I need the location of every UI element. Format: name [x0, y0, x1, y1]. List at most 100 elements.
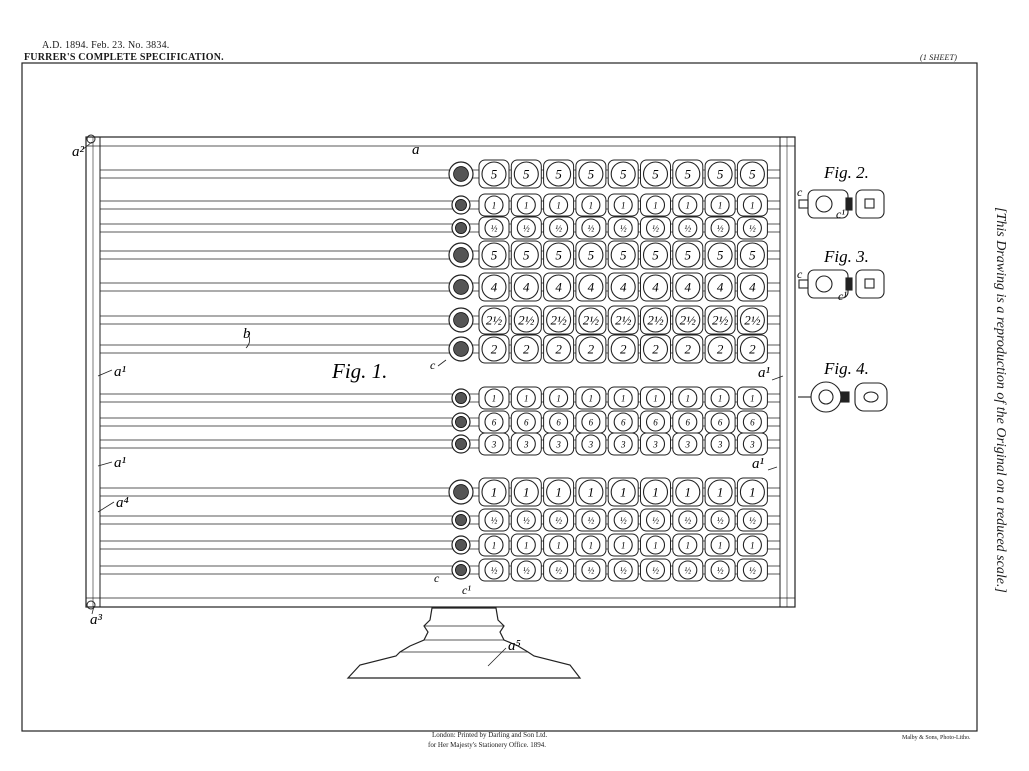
- bead-disc: [546, 479, 572, 505]
- bead-value: 1: [589, 200, 594, 210]
- coin-bead: 1: [672, 386, 704, 410]
- bead-disc: [516, 195, 536, 215]
- bead-disc: [581, 412, 601, 432]
- coin-bead: 2: [543, 334, 575, 364]
- coin-bead: 5: [736, 240, 768, 270]
- bead-disc: [707, 242, 733, 268]
- bead-disc: [710, 510, 730, 530]
- bead-value: 4: [523, 280, 530, 295]
- coin-bead: 4: [510, 272, 542, 302]
- bead-value: 1: [524, 393, 529, 403]
- bead-disc: [581, 535, 601, 555]
- bead-value: 6: [524, 417, 529, 427]
- bead-disc: [516, 412, 536, 432]
- bead-value: 3: [555, 439, 561, 449]
- bead-value: ½: [684, 565, 691, 575]
- bead-disc: [710, 388, 730, 408]
- coin-bead: 6: [543, 410, 575, 434]
- bead-disc: [675, 161, 701, 187]
- coin-emblem: [453, 341, 469, 357]
- bead-value: 3: [523, 439, 529, 449]
- bead-disc: [678, 412, 698, 432]
- bead-value: 1: [556, 393, 561, 403]
- coin-bead: 2½: [543, 305, 575, 335]
- coin-bead: 1: [543, 193, 575, 217]
- bead-value: ½: [620, 515, 627, 525]
- coin-bead: 2½: [510, 305, 542, 335]
- bead-disc: [645, 195, 666, 215]
- bead-value: 1: [621, 540, 626, 550]
- bead-disc: [707, 307, 733, 333]
- coin-emblem: [453, 312, 469, 328]
- label-a3: a³: [90, 612, 103, 628]
- coin-bead: 5: [478, 240, 510, 270]
- bead-disc: [546, 307, 572, 333]
- coin-bead: 1: [543, 386, 575, 410]
- bead-value: 2½: [712, 313, 729, 328]
- coin-emblem: [455, 564, 467, 576]
- coin-bead: 1: [607, 386, 639, 410]
- bead-disc: [581, 560, 601, 580]
- bead-value: 3: [491, 439, 497, 449]
- bead-value: 2: [717, 342, 724, 357]
- label-a4: a⁴: [116, 495, 129, 511]
- bead-value: 1: [621, 200, 626, 210]
- coin-bead: 3: [575, 432, 607, 456]
- bead-value: 6: [653, 417, 658, 427]
- bead-value: 5: [588, 248, 595, 263]
- label-c1-fig3: c¹: [838, 289, 847, 303]
- bead-disc: [549, 535, 569, 555]
- bead-value: ½: [491, 515, 498, 525]
- bead-disc: [642, 336, 669, 362]
- bead-value: ½: [523, 223, 530, 233]
- coin-bead: 1: [704, 193, 736, 217]
- bead-value: 1: [717, 485, 724, 500]
- bead-value: 6: [492, 417, 497, 427]
- coin-bead: 1: [704, 477, 736, 507]
- bead-disc: [742, 434, 762, 454]
- bead-value: 1: [589, 393, 594, 403]
- bead-disc: [516, 434, 536, 454]
- coin-bead: 6: [510, 410, 542, 434]
- coin-bead: 1: [640, 533, 671, 557]
- coin-bead: ½: [640, 216, 671, 240]
- bead-disc: [710, 412, 730, 432]
- coin-bead: ½: [607, 508, 639, 532]
- coin-bead: 2: [575, 334, 607, 364]
- coin-bead: 1: [736, 386, 768, 410]
- bead-value: 2½: [583, 313, 600, 328]
- bead-value: 1: [718, 200, 723, 210]
- coin-bead: 5: [575, 240, 607, 270]
- coin-bead: 2½: [672, 305, 704, 335]
- coin-bead: 2½: [736, 305, 768, 335]
- bead-value: 2½: [744, 313, 761, 328]
- coin-bead: ½: [640, 508, 671, 532]
- bead-value: 1: [523, 485, 530, 500]
- bead-value: 1: [653, 540, 658, 550]
- label-c-fig2: c: [797, 185, 803, 199]
- bead-disc: [645, 218, 666, 238]
- bead-value: 4: [749, 280, 756, 295]
- bead-disc: [484, 535, 504, 555]
- bead-value: 6: [621, 417, 626, 427]
- label-a1-right-upper: a¹: [758, 365, 771, 381]
- bead-value: 5: [749, 248, 756, 263]
- coin-bead: ½: [478, 558, 510, 582]
- coin-bead: 5: [478, 159, 510, 189]
- bead-disc: [513, 242, 539, 268]
- coin-bead: 1: [640, 477, 671, 507]
- bead-value: ½: [491, 565, 498, 575]
- bead-value: ½: [523, 515, 530, 525]
- bead-value: 5: [523, 248, 530, 263]
- coin-bead: 1: [672, 533, 704, 557]
- bead-disc: [642, 274, 669, 300]
- bead-value: 1: [492, 540, 497, 550]
- bead-disc: [610, 274, 636, 300]
- fig2-caption: Fig. 2.: [823, 163, 869, 182]
- coin-bead: 5: [640, 240, 671, 270]
